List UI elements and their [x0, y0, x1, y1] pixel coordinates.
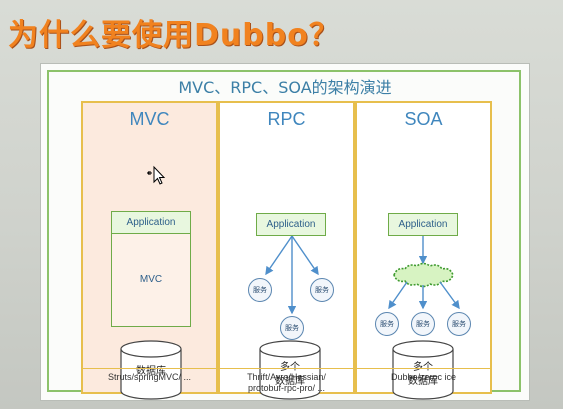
- diagram-heading: MVC、RPC、SOA的架构演进: [178, 78, 392, 97]
- page-title: 为什么要使用Dubbo？: [8, 18, 340, 53]
- soa-arrows: [388, 236, 460, 310]
- slide: MVC、RPC、SOA的架构演进 MVC MVC Application 数据库…: [40, 63, 530, 401]
- database-label-soa: 多个 数据库: [408, 362, 438, 387]
- service-node: 服务: [280, 316, 304, 340]
- framework-list-soa: Dubbo/zeroc ice: [357, 368, 490, 394]
- column-rpc: RPC Application 服务 服务 服务 多个 数据库 Thrift/A…: [218, 101, 355, 400]
- framework-list-mvc: Struts/springMVC/ ...: [83, 368, 216, 394]
- application-box-rpc: Application: [256, 213, 326, 236]
- database-soa: 多个 数据库: [387, 339, 459, 401]
- database-rpc: 多个 数据库: [254, 339, 326, 401]
- move-cursor-icon: [147, 165, 166, 185]
- database-mvc: 数据库: [115, 339, 187, 401]
- column-title-mvc: MVC: [129, 109, 170, 129]
- database-cylinder-icon: [120, 340, 182, 400]
- service-node: 服务: [447, 312, 471, 336]
- application-box-mvc: Application: [111, 211, 191, 234]
- application-box-soa: Application: [388, 213, 458, 236]
- database-label-rpc: 多个 数据库: [275, 362, 305, 387]
- column-soa: SOA Application 服务 服务 服务 多个 数据库 Dubbo/ze…: [355, 101, 492, 400]
- service-node: 服务: [375, 312, 399, 336]
- service-node: 服务: [310, 278, 334, 302]
- database-cylinder-icon: [392, 340, 454, 400]
- framework-list-rpc: Thrift/Avro/Hessian/ protobuf-rpc-pro/ .…: [220, 368, 353, 394]
- column-mvc: MVC MVC Application 数据库 Struts/springMVC…: [81, 101, 218, 400]
- mvc-layer-label: MVC: [139, 274, 163, 285]
- service-node: 服务: [248, 278, 272, 302]
- service-bus-cloud: [393, 262, 454, 288]
- column-title-soa: SOA: [404, 109, 443, 129]
- rpc-arrows: [265, 235, 319, 315]
- column-title-rpc: RPC: [267, 109, 306, 129]
- database-cylinder-icon: [259, 340, 321, 400]
- service-node: 服务: [411, 312, 435, 336]
- database-label-mvc: 数据库: [136, 366, 166, 377]
